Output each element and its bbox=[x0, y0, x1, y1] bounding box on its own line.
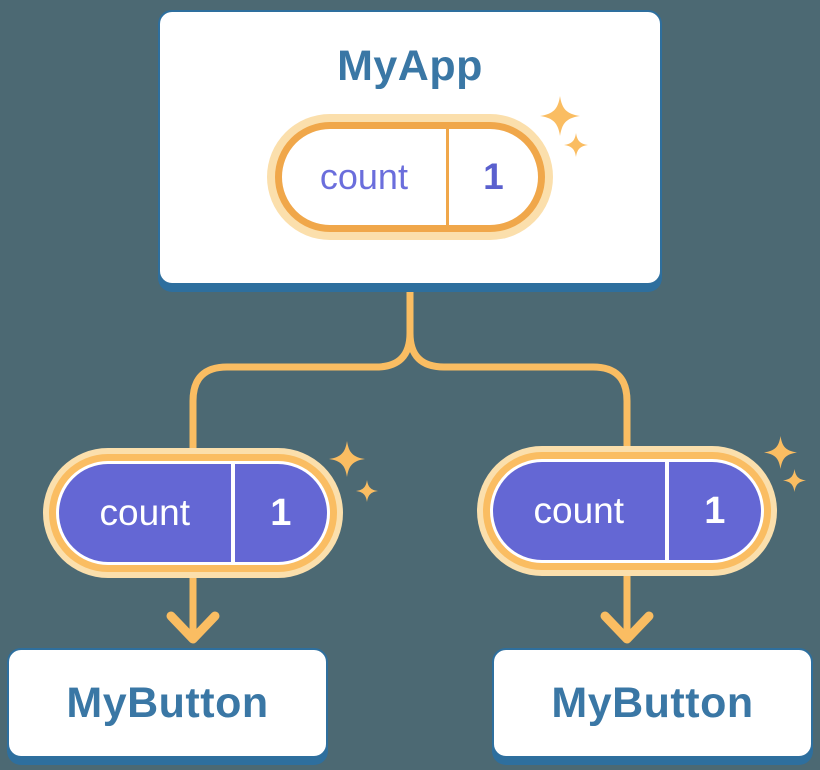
right-state-value: 1 bbox=[704, 489, 726, 532]
sparkle-icon bbox=[764, 436, 797, 469]
component-card-child-left: MyButton bbox=[7, 648, 328, 758]
root-state-value: 1 bbox=[483, 156, 504, 197]
arrow-head-right bbox=[600, 611, 654, 644]
state-pill-right: count 1 bbox=[477, 446, 777, 576]
arrow-head-left bbox=[166, 611, 220, 644]
sparkle-icon bbox=[564, 133, 588, 157]
root-component-title: MyApp bbox=[337, 42, 483, 90]
pill-divider bbox=[230, 464, 235, 562]
sparkle-icon bbox=[540, 96, 580, 136]
state-pill-root: count 1 bbox=[267, 114, 553, 240]
component-card-child-right: MyButton bbox=[492, 648, 813, 758]
left-state-name: count bbox=[99, 492, 191, 533]
sparkle-icon bbox=[356, 480, 378, 502]
right-component-title: MyButton bbox=[551, 678, 754, 727]
fork-line-right bbox=[406, 285, 631, 520]
sparkle-icon bbox=[329, 441, 365, 477]
pill-divider bbox=[445, 129, 449, 225]
state-pill-left: count 1 bbox=[43, 448, 343, 578]
sparkle-icon bbox=[783, 469, 806, 492]
left-component-title: MyButton bbox=[66, 678, 269, 727]
right-state-name: count bbox=[533, 490, 625, 531]
root-state-name: count bbox=[319, 156, 408, 197]
pill-divider bbox=[664, 462, 669, 560]
left-state-value: 1 bbox=[270, 491, 292, 534]
